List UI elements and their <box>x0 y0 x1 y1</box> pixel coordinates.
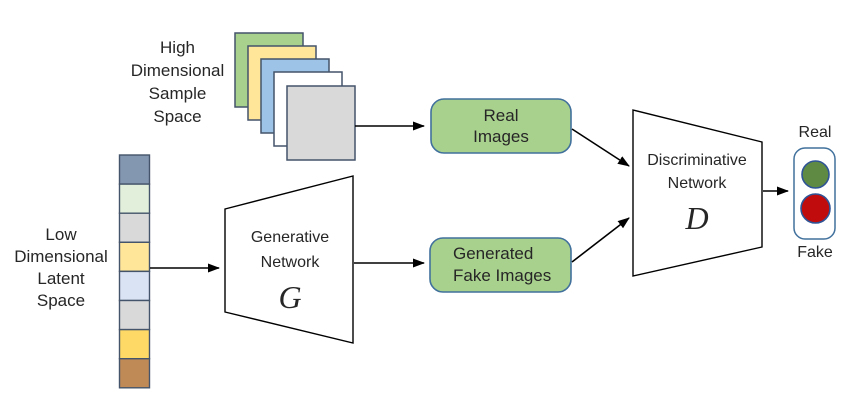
generator-shape <box>224 175 354 344</box>
real-indicator-dot <box>801 160 830 189</box>
latent-cell-6 <box>118 299 151 331</box>
latent-cell-3 <box>118 212 151 243</box>
real-images-label: Real Images <box>473 106 529 146</box>
generator-label: Generative Network <box>250 229 330 271</box>
arrow-fake-box-to-discriminator <box>571 217 630 263</box>
discriminator-label: Discriminative Network <box>647 152 747 192</box>
discriminator-shape <box>632 109 763 277</box>
latent-space-label: Low Dimensional Latent Space <box>14 225 108 310</box>
sample-image-gray <box>286 85 356 161</box>
fake-images-box <box>429 237 572 293</box>
real-images-box <box>430 98 572 154</box>
fake-images-label: Generated Fake Images <box>453 244 552 285</box>
generator-symbol: G <box>278 279 302 315</box>
latent-cell-1 <box>118 154 151 185</box>
output-fake-label: Fake <box>797 244 833 261</box>
discriminator-symbol: D <box>685 200 709 236</box>
latent-cell-2 <box>118 183 151 214</box>
latent-cell-4 <box>118 241 151 273</box>
output-real-label: Real <box>798 124 832 141</box>
fake-indicator-dot <box>800 193 831 224</box>
latent-cell-8 <box>118 358 151 389</box>
latent-cell-7 <box>118 328 151 360</box>
arrow-real-box-to-discriminator <box>571 128 630 167</box>
sample-space-label: High Dimensional Sample Space <box>130 38 225 126</box>
latent-cell-5 <box>118 270 151 302</box>
